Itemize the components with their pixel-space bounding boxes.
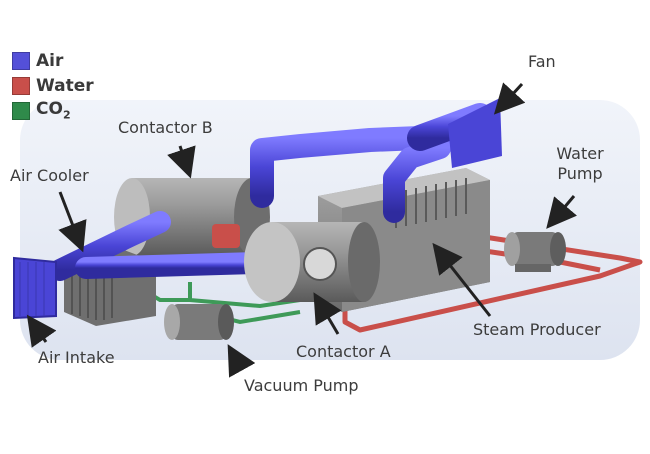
legend-swatch-water [12,76,30,95]
legend-item-co2: CO2 [12,98,94,123]
legend-swatch-air [12,51,30,70]
callout-arrows [26,82,578,378]
legend-item-water: Water [12,73,94,98]
fan [448,98,502,168]
ge-logo-icon [303,247,337,281]
legend: Air Water CO2 [12,48,94,123]
label-water-pump-line2: Pump [557,164,603,183]
water-connector [212,224,240,248]
label-steam-producer: Steam Producer [473,320,601,339]
air-intake [13,256,57,320]
legend-label-air: Air [36,50,64,71]
label-fan: Fan [528,52,556,71]
legend-label-co2: CO2 [36,99,71,122]
label-contactor-a: Contactor A [296,342,391,361]
label-air-cooler: Air Cooler [10,166,89,185]
label-water-pump: Water Pump [548,144,612,184]
legend-item-air: Air [12,48,94,73]
contactor-a [244,222,380,302]
label-air-intake: Air Intake [38,348,115,367]
vacuum-pump [164,304,234,340]
legend-label-water: Water [36,75,94,96]
legend-swatch-co2 [12,101,30,120]
label-contactor-b: Contactor B [118,118,213,137]
water-pump [504,232,566,272]
label-water-pump-line1: Water [556,144,604,163]
label-vacuum-pump: Vacuum Pump [244,376,359,395]
